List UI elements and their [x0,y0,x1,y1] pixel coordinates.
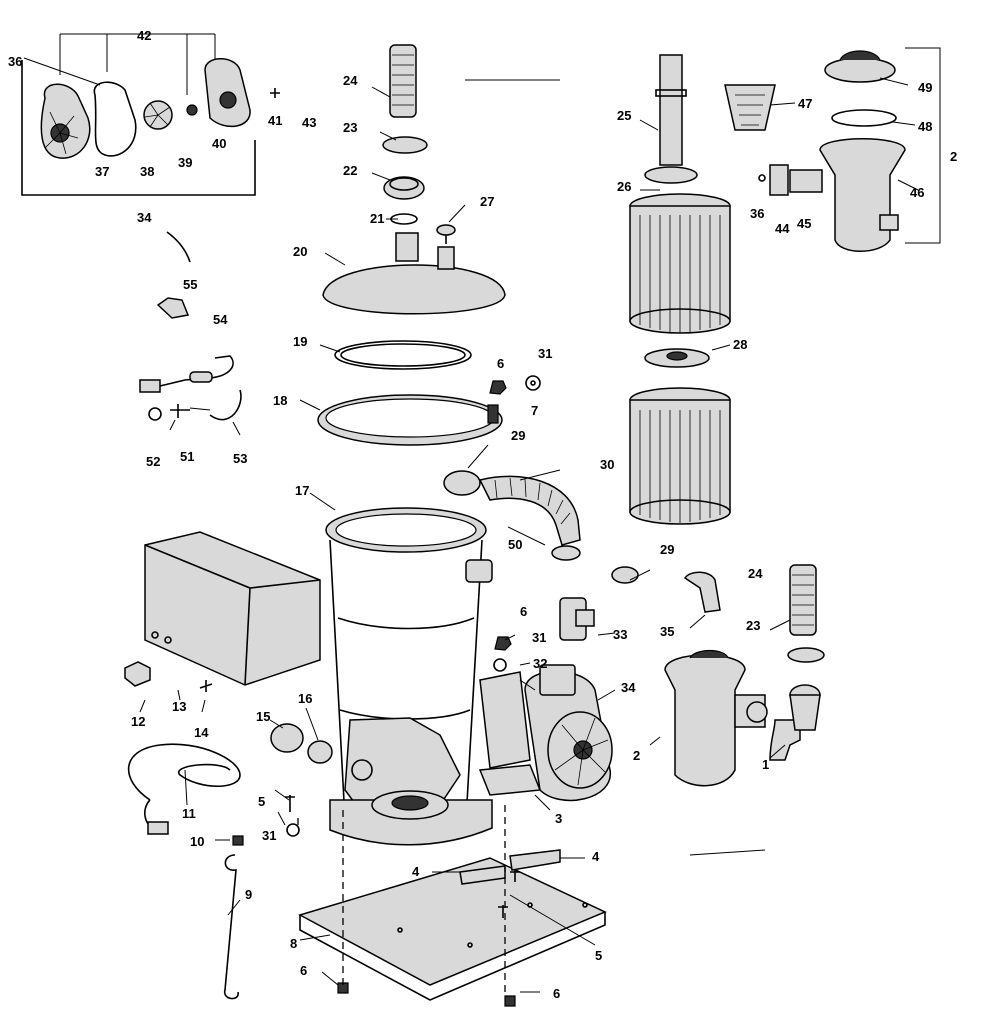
label-6: 6 [300,963,307,978]
label-23: 23 [746,618,760,633]
label-5: 5 [595,948,602,963]
label-7: 7 [531,403,538,418]
label-44: 44 [775,221,790,236]
label-22: 22 [343,163,357,178]
label-33: 33 [613,627,627,642]
label-50: 50 [508,537,522,552]
label-31: 31 [538,346,552,361]
strainer-assembly-2-bottom [664,564,825,787]
label-6: 6 [520,604,527,619]
pump-assembly-3 [478,597,613,802]
label-18: 18 [273,393,287,408]
label-39: 39 [178,155,192,170]
label-53: 53 [233,451,247,466]
label-25: 25 [617,108,631,123]
label-19: 19 [293,334,307,349]
label-6: 6 [497,356,504,371]
label-36: 36 [750,206,764,221]
label-21: 21 [370,211,384,226]
label-4: 4 [412,864,420,879]
strainer-assembly-2-top [724,47,941,252]
label-28: 28 [733,337,747,352]
label-8: 8 [290,936,297,951]
motor-cover-13 [144,531,321,686]
leader-lines [139,77,919,993]
label-30: 30 [600,457,614,472]
label-32: 32 [533,656,547,671]
label-26: 26 [617,179,631,194]
filter-cartridges [629,54,731,525]
left-small-parts [124,661,333,1000]
label-40: 40 [212,136,226,151]
label-29: 29 [511,428,525,443]
label-23: 23 [343,120,357,135]
label-43: 43 [302,115,316,130]
label-1: 1 [762,757,769,772]
label-42: 42 [137,28,151,43]
label-55: 55 [183,277,197,292]
filter-tank-17 [325,507,493,846]
label-2: 2 [950,149,957,164]
label-49: 49 [918,80,932,95]
label-24: 24 [748,566,763,581]
lid-assembly [317,44,541,446]
label-54: 54 [213,312,228,327]
label-10: 10 [190,834,204,849]
power-harness-53 [139,355,242,421]
label-2: 2 [633,748,640,763]
label-6: 6 [553,986,560,1001]
label-20: 20 [293,244,307,259]
label-46: 46 [910,185,924,200]
label-37: 37 [95,164,109,179]
label-51: 51 [180,449,194,464]
label-38: 38 [140,164,154,179]
label-24: 24 [343,73,358,88]
pump-subassembly-34 [21,33,280,319]
label-12: 12 [131,714,145,729]
label-16: 16 [298,691,312,706]
label-34: 34 [137,210,152,225]
label-13: 13 [172,699,186,714]
label-27: 27 [480,194,494,209]
label-9: 9 [245,887,252,902]
label-11: 11 [182,806,196,821]
label-36: 36 [8,54,22,69]
label-48: 48 [918,119,932,134]
label-41: 41 [268,113,282,128]
label-45: 45 [797,216,811,231]
base-plate-8 [298,849,607,1007]
label-15: 15 [256,709,270,724]
label-3: 3 [555,811,562,826]
label-14: 14 [194,725,209,740]
label-31: 31 [532,630,546,645]
label-47: 47 [798,96,812,111]
label-35: 35 [660,624,674,639]
part-labels: 42 36 41 43 37 38 39 40 34 55 54 24 23 2… [8,28,957,1001]
label-17: 17 [295,483,309,498]
label-5: 5 [258,794,265,809]
label-4: 4 [592,849,600,864]
label-31: 31 [262,828,276,843]
label-52: 52 [146,454,160,469]
label-34: 34 [621,680,636,695]
label-29: 29 [660,542,674,557]
